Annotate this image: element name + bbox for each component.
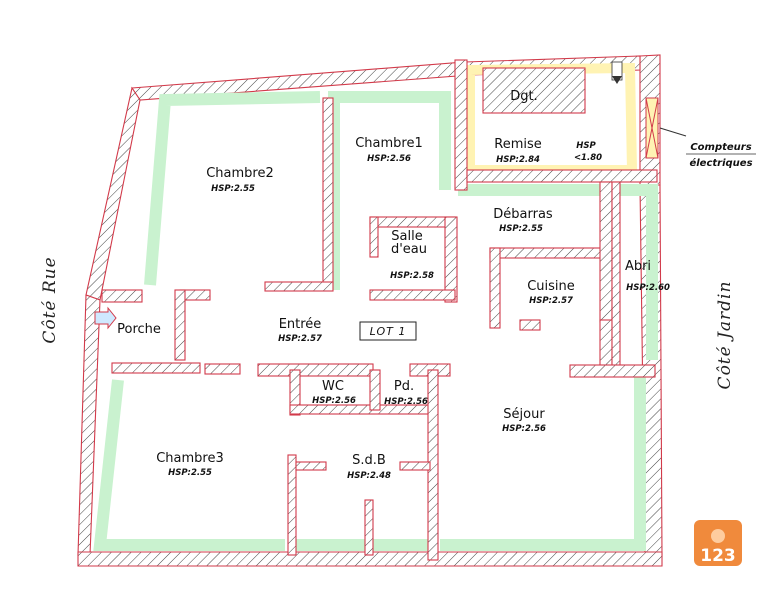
room-hsp: HSP:2.84 bbox=[496, 155, 540, 165]
room-pd: Pd. HSP:2.56 bbox=[384, 379, 428, 407]
room-hsp: HSP:2.55 bbox=[499, 224, 543, 234]
room-label: Débarras bbox=[493, 207, 553, 222]
room-label: Porche bbox=[117, 322, 161, 337]
side-label-rue: Côté Rue bbox=[40, 256, 60, 343]
room-sejour: Séjour HSP:2.56 bbox=[502, 407, 546, 434]
room-hsp: HSP:2.60 bbox=[626, 283, 670, 293]
room-hsp: HSP:2.58 bbox=[390, 271, 434, 281]
room-hsp: HSP:2.56 bbox=[384, 397, 428, 407]
room-cuisine: Cuisine HSP:2.57 bbox=[527, 279, 575, 306]
room-label: Chambre3 bbox=[156, 451, 224, 466]
room-entree: Entrée HSP:2.57 bbox=[278, 317, 322, 344]
room-label: Cuisine bbox=[527, 279, 575, 294]
hsp-title: HSP bbox=[576, 141, 596, 151]
brand-logo: 123 bbox=[694, 520, 742, 566]
stair-arrow bbox=[611, 61, 623, 84]
room-wc: WC HSP:2.56 bbox=[312, 379, 356, 406]
room-label: Dgt. bbox=[510, 89, 538, 104]
room-label: Chambre1 bbox=[355, 136, 423, 151]
room-label: Chambre2 bbox=[206, 166, 274, 181]
room-hsp: HSP:2.56 bbox=[367, 154, 411, 164]
interior-walls bbox=[101, 59, 658, 561]
room-dgt: Dgt. bbox=[510, 89, 538, 104]
room-hsp: HSP:2.56 bbox=[312, 396, 356, 406]
room-label: Abri bbox=[625, 259, 651, 274]
room-label-line2: d'eau bbox=[391, 242, 427, 257]
room-hsp: HSP:2.55 bbox=[168, 468, 212, 478]
porch-entry-arrow bbox=[94, 306, 117, 330]
room-debarras: Débarras HSP:2.55 bbox=[493, 207, 553, 234]
room-porche: Porche bbox=[117, 322, 161, 337]
floor-highlight-green bbox=[93, 91, 658, 551]
room-label: Salle bbox=[391, 229, 422, 244]
room-hsp: HSP:2.57 bbox=[278, 334, 322, 344]
room-label: Entrée bbox=[279, 317, 322, 332]
meters-label: Compteurs électriques bbox=[686, 142, 756, 169]
room-hsp: HSP:2.48 bbox=[347, 471, 391, 481]
side-label-jardin: Côté Jardin bbox=[715, 281, 735, 390]
hsp-value: <1.80 bbox=[574, 153, 602, 163]
room-chambre2: Chambre2 HSP:2.55 bbox=[206, 166, 274, 194]
lot-label: LOT 1 bbox=[370, 325, 407, 338]
room-label: Remise bbox=[494, 137, 542, 152]
remise-low-ceiling: HSP <1.80 bbox=[574, 141, 602, 163]
room-chambre1: Chambre1 HSP:2.56 bbox=[355, 136, 423, 164]
lot-label-box: LOT 1 bbox=[359, 321, 417, 341]
room-label: Pd. bbox=[394, 379, 414, 394]
room-abri: Abri HSP:2.60 bbox=[625, 259, 670, 293]
room-label: WC bbox=[322, 379, 344, 394]
room-hsp: HSP:2.56 bbox=[502, 424, 546, 434]
room-label: S.d.B bbox=[352, 453, 386, 468]
room-salle-eau: Salle d'eau HSP:2.58 bbox=[390, 229, 434, 281]
logo-text: 123 bbox=[700, 546, 736, 566]
room-hsp: HSP:2.55 bbox=[211, 184, 255, 194]
meters-label-line1: Compteurs bbox=[690, 142, 751, 153]
room-label: Séjour bbox=[503, 407, 545, 422]
room-hsp: HSP:2.57 bbox=[529, 296, 573, 306]
room-sdb: S.d.B HSP:2.48 bbox=[347, 453, 391, 481]
meters-label-line2: électriques bbox=[689, 157, 752, 169]
room-chambre3: Chambre3 HSP:2.55 bbox=[156, 451, 224, 478]
meter-box bbox=[645, 97, 687, 159]
room-remise: Remise HSP:2.84 bbox=[494, 137, 542, 165]
